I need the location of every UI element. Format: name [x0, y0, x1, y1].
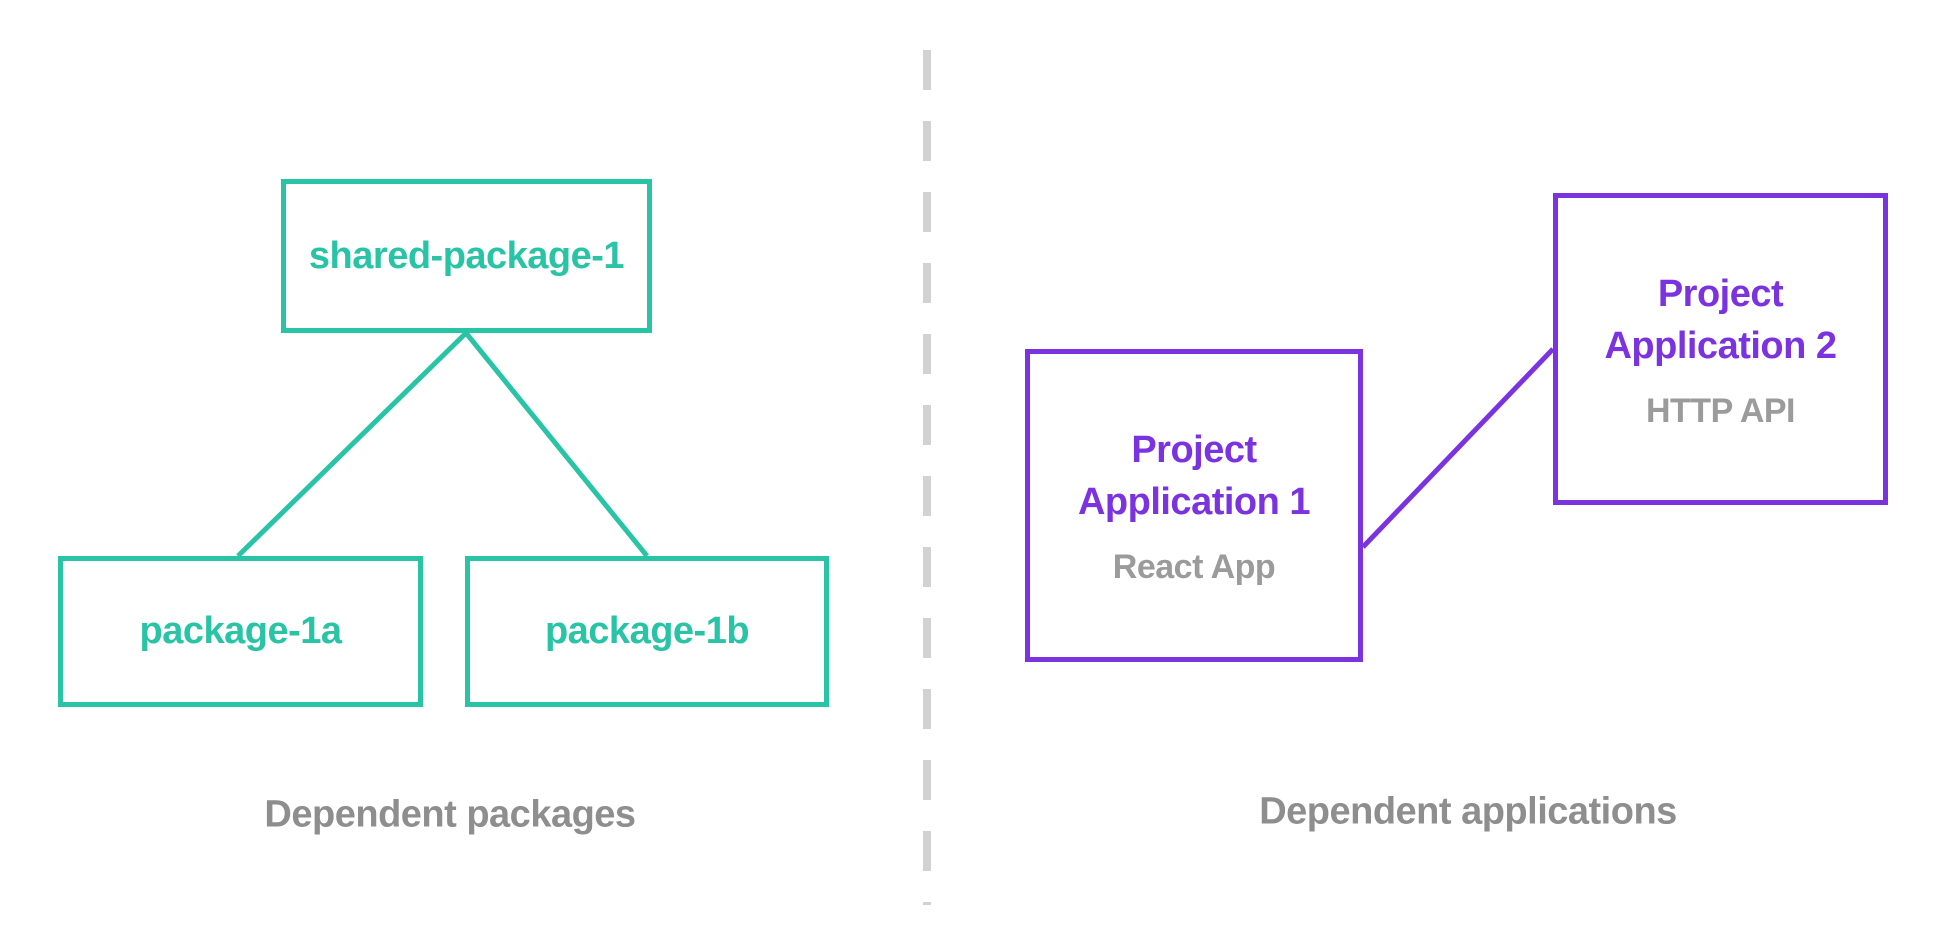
package-1b-label: package-1b: [544, 610, 750, 652]
project-application-1-title-line2: Application 1: [1077, 481, 1311, 523]
shared-package-1-box: shared-package-1: [281, 179, 652, 333]
dependency-line-right: [464, 331, 649, 558]
project-application-1-title-line1: Project: [1131, 429, 1257, 471]
project-application-1-box: Project Application 1 React App: [1025, 349, 1363, 662]
dependency-line-left: [236, 331, 468, 558]
dependent-packages-caption: Dependent packages: [264, 793, 636, 836]
project-application-1-subtitle: React App: [1112, 548, 1276, 586]
package-1b-box: package-1b: [465, 556, 829, 707]
package-1a-label: package-1a: [139, 610, 342, 652]
project-application-2-title-line2: Application 2: [1604, 324, 1837, 367]
project-application-2-subtitle: HTTP API: [1645, 391, 1796, 430]
app-connection-line: [1361, 347, 1555, 549]
package-1a-box: package-1a: [58, 556, 423, 707]
project-application-2-title-line1: Project: [1657, 272, 1784, 315]
project-application-2-box: Project Application 2 HTTP API: [1553, 193, 1888, 505]
dependent-applications-caption: Dependent applications: [1259, 790, 1677, 833]
shared-package-1-label: shared-package-1: [308, 234, 625, 277]
